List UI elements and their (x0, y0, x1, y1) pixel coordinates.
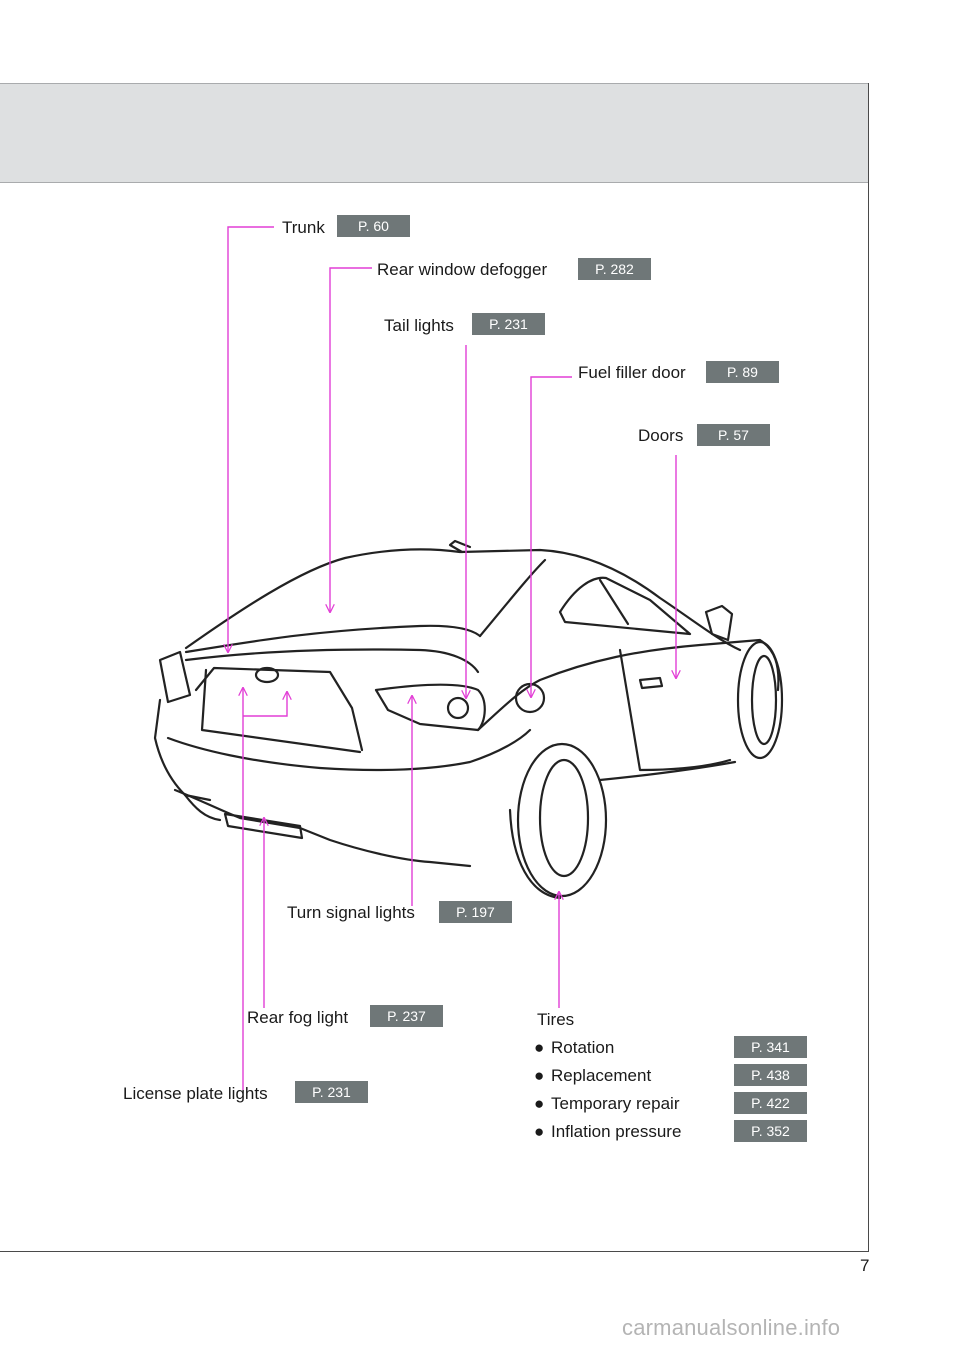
watermark: carmanualsonline.info (622, 1315, 841, 1340)
section-header-band (0, 83, 868, 183)
tires-item-inflation-pressure: Inflation pressure (551, 1122, 682, 1141)
page-ref-tires-temporary-repair[interactable]: P. 422 (734, 1092, 807, 1114)
page-ref-tires-replacement[interactable]: P. 438 (734, 1064, 807, 1086)
leader-fuel-filler-door (531, 376, 572, 697)
callout-label-turn-signal-lights: Turn signal lights (287, 903, 415, 922)
bullet-icon: ● (534, 1122, 545, 1141)
bullet-icon: ● (534, 1066, 545, 1085)
callout-label-rear-window-defogger: Rear window defogger (377, 260, 548, 279)
callout-label-trunk: Trunk (282, 218, 325, 237)
page-ref-trunk[interactable]: P. 60 (337, 215, 410, 237)
callout-label-rear-fog-light: Rear fog light (247, 1008, 349, 1027)
page-ref-fuel-filler-door[interactable]: P. 89 (706, 361, 779, 383)
bullet-icon: ● (534, 1094, 545, 1113)
leader-rear-window-defogger (330, 267, 372, 612)
tires-item-temporary-repair: Temporary repair (551, 1094, 680, 1113)
page-ref-tires-inflation-pressure[interactable]: P. 352 (734, 1120, 807, 1142)
leader-lines (228, 226, 676, 1090)
callout-label-tail-lights: Tail lights (384, 316, 454, 335)
callout-label-doors: Doors (638, 426, 684, 445)
callout-label-license-plate-lights: License plate lights (123, 1084, 268, 1103)
callout-label-fuel-filler-door: Fuel filler door (578, 363, 686, 382)
car-outline (153, 539, 784, 900)
page-ref-rear-fog-light[interactable]: P. 237 (370, 1005, 443, 1027)
tires-item-rotation: Rotation (551, 1038, 615, 1057)
callout-label-tires: Tires (537, 1010, 575, 1029)
page-ref-tires-rotation[interactable]: P. 341 (734, 1036, 807, 1058)
leader-trunk (228, 226, 274, 652)
leader-license-plate-lights-right (243, 692, 287, 717)
page-number: 7 (860, 1256, 870, 1275)
page-bottom-rule (0, 1251, 869, 1252)
page-ref-license-plate-lights[interactable]: P. 231 (295, 1081, 368, 1103)
page-ref-tail-lights[interactable]: P. 231 (472, 313, 545, 335)
page-ref-turn-signal-lights[interactable]: P. 197 (439, 901, 512, 923)
page-right-rule (868, 83, 869, 1251)
page-ref-doors[interactable]: P. 57 (697, 424, 770, 446)
bullet-icon: ● (534, 1038, 545, 1057)
page-ref-rear-window-defogger[interactable]: P. 282 (578, 258, 651, 280)
tires-item-replacement: Replacement (551, 1066, 652, 1085)
